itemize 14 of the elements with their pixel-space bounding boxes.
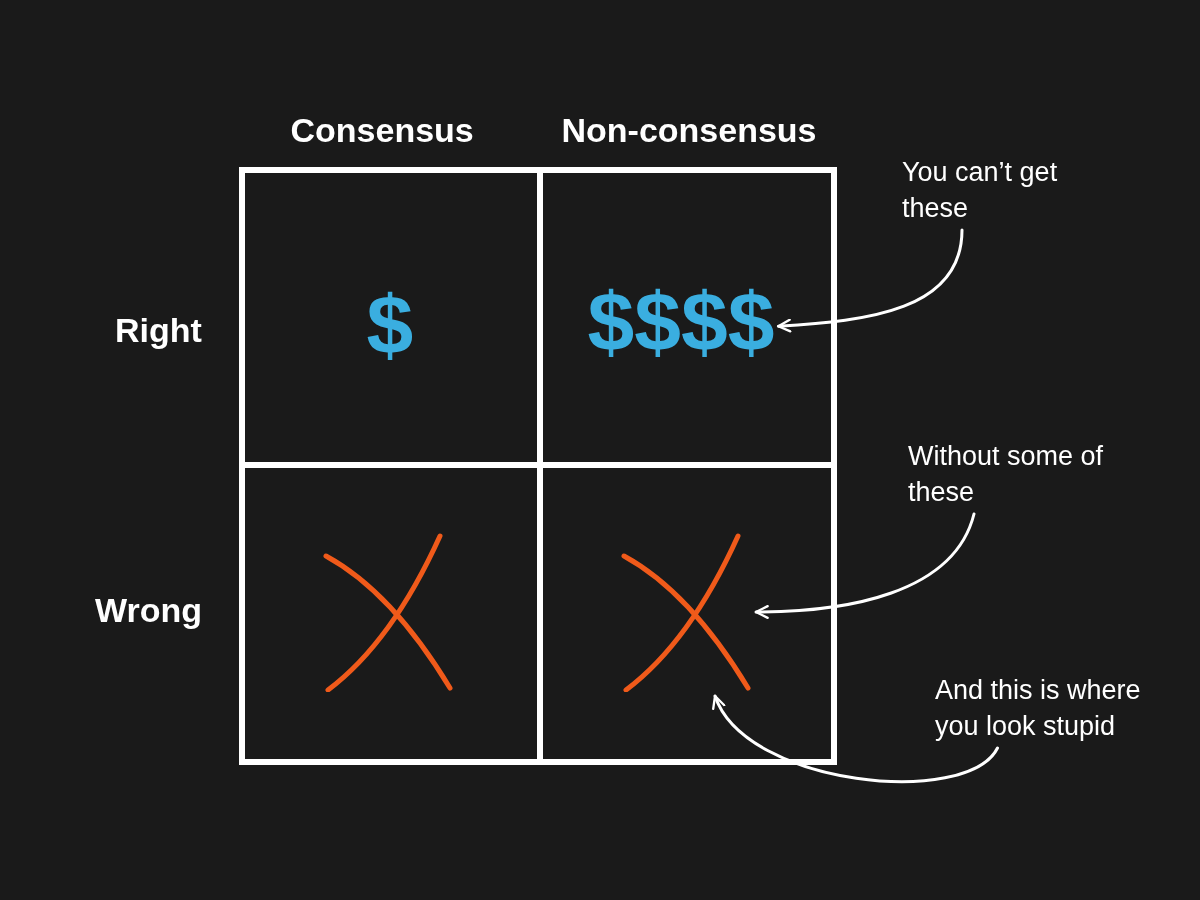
- annotation-text: And this is where you look stupid: [935, 672, 1185, 744]
- column-header: Consensus: [290, 111, 474, 149]
- curved-arrow: [776, 228, 964, 333]
- cross-mark: [620, 532, 752, 692]
- dollar-signs: $$$$: [587, 280, 775, 364]
- column-header: Non-consensus: [561, 111, 817, 149]
- annotation-text: Without some of these: [908, 438, 1128, 510]
- annotation-text: You can’t get these: [902, 154, 1102, 226]
- row-header: Wrong: [95, 591, 202, 629]
- cross-mark: [322, 532, 454, 692]
- dollar-sign: $: [366, 283, 414, 367]
- curved-arrow: [713, 694, 999, 783]
- curved-arrow: [754, 512, 976, 619]
- row-header: Right: [115, 311, 202, 349]
